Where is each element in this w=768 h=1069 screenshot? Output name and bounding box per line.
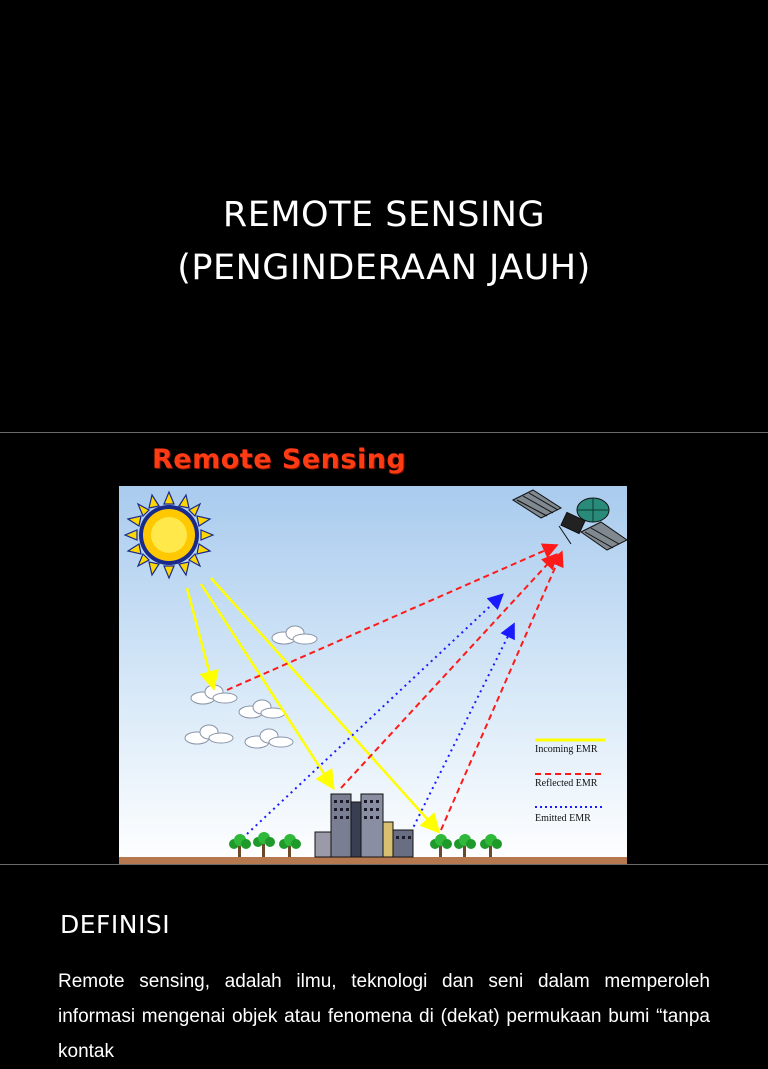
emitted-emr-arrows (246, 593, 515, 835)
satellite-icon (511, 489, 627, 551)
tree-icon (454, 834, 476, 857)
slide-divider (0, 864, 768, 865)
legend-label-reflected: Reflected EMR (535, 778, 598, 789)
tree-icon (480, 834, 502, 857)
clouds (184, 625, 318, 749)
tree-icon (253, 832, 275, 857)
slide-divider (0, 432, 768, 433)
definition-heading: DEFINISI (60, 910, 171, 939)
tree-icon (279, 834, 301, 857)
cloud-icon (238, 699, 286, 719)
slide-title-line-1: REMOTE SENSING (222, 195, 546, 235)
remote-sensing-diagram: Incoming EMR Reflected EMR Emitted EMR (119, 486, 627, 864)
cloud-icon (271, 625, 318, 645)
definition-paragraph: Remote sensing, adalah ilmu, teknologi d… (58, 971, 710, 1062)
tree-icon (229, 834, 251, 857)
legend-label-incoming: Incoming EMR (535, 744, 598, 755)
ground-strip (119, 857, 627, 864)
legend-label-emitted: Emitted EMR (535, 813, 591, 824)
diagram-slide: Remote Sensing (0, 434, 768, 864)
cloud-icon (184, 724, 234, 745)
sun-icon (123, 490, 215, 580)
slide-title-line-2: (PENGINDERAAN JAUH) (177, 248, 591, 288)
trees-left (229, 832, 301, 857)
incoming-emr-arrows (185, 577, 441, 834)
cloud-icon (244, 728, 294, 749)
reflected-emr-arrows (226, 543, 564, 831)
trees-right (430, 834, 502, 857)
diagram-heading: Remote Sensing (152, 444, 407, 475)
title-slide: REMOTE SENSING (PENGINDERAAN JAUH) (0, 0, 768, 432)
city-buildings-icon (314, 793, 414, 858)
definition-slide: DEFINISI Remote sensing, adalah ilmu, te… (0, 866, 768, 1062)
tree-icon (430, 834, 452, 857)
legend: Incoming EMR Reflected EMR Emitted EMR (535, 738, 605, 824)
